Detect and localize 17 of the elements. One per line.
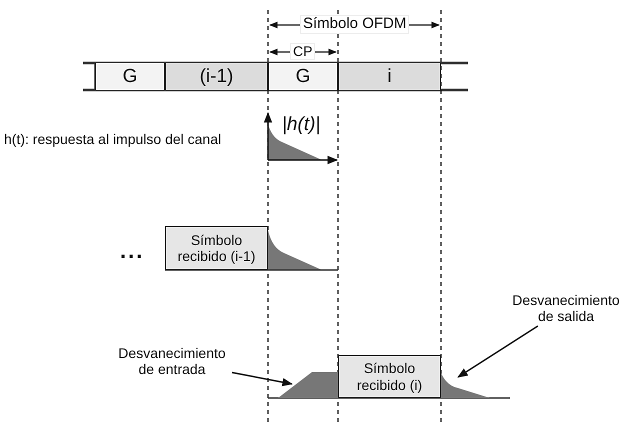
guard-interval-cell: G bbox=[95, 63, 165, 90]
ellipsis-text: ... bbox=[120, 238, 144, 264]
fade-area bbox=[278, 372, 338, 398]
leader-arrow bbox=[457, 325, 538, 378]
callout-text: Desvanecimiento de entrada bbox=[117, 344, 227, 378]
dimension-label: Símbolo OFDM bbox=[300, 15, 410, 34]
axis-caption: h(t): respuesta al impulso del canal bbox=[4, 131, 222, 147]
fade-area bbox=[441, 373, 490, 398]
symbol-cell: (i-1) bbox=[165, 63, 268, 90]
callout-text: Desvanecimiento de salida bbox=[511, 292, 621, 324]
leader-arrow bbox=[232, 372, 293, 386]
symbol-cell: i bbox=[338, 63, 441, 90]
guard-interval-cell: G bbox=[268, 63, 338, 90]
received-symbol-box: Símbolo recibido (i-1) bbox=[165, 226, 268, 270]
axis-label: |h(t)| bbox=[282, 114, 320, 136]
received-symbol-box: Símbolo recibido (i) bbox=[338, 355, 441, 398]
dimension-label: CP bbox=[290, 43, 316, 60]
